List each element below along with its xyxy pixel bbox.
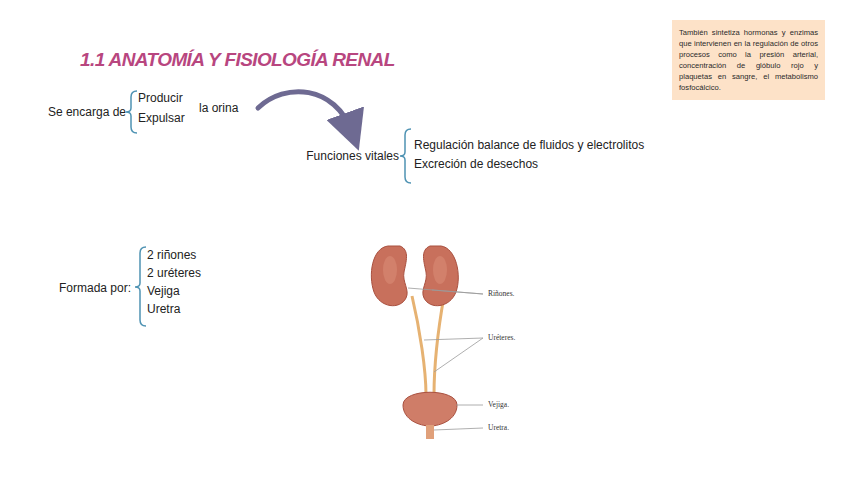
list-item: 2 riñones: [147, 248, 196, 263]
curved-arrow: [258, 92, 352, 132]
note-box: También sintetiza hormonas y enzimas que…: [672, 20, 825, 100]
brace-label: Se encarga de: [48, 105, 126, 120]
urinary-system: [371, 246, 483, 439]
list-item: Expulsar: [138, 111, 185, 126]
list-item: Excreción de desechos: [414, 157, 538, 172]
brace-label: Formada por:: [59, 281, 131, 296]
part-label: Vejiga.: [487, 400, 510, 410]
part-label: Uréteres.: [487, 333, 516, 343]
list-item: Uretra: [147, 302, 180, 317]
text-label: la orina: [199, 101, 238, 116]
title: 1.1 ANATOMÍA Y FISIOLOGÍA RENAL: [80, 48, 395, 72]
part-label: Riñones.: [487, 289, 515, 299]
leader-line: [408, 288, 483, 430]
note-text: También sintetiza hormonas y enzimas que…: [679, 27, 818, 93]
list-item: Producir: [138, 91, 183, 106]
part-label: Uretra.: [487, 423, 510, 433]
list-item: 2 uréteres: [147, 266, 201, 281]
list-item: Regulación balance de fluidos y electrol…: [414, 138, 644, 153]
list-item: Vejiga: [147, 284, 180, 299]
brace: [126, 91, 411, 326]
brace-label: Funciones vitales: [306, 149, 399, 164]
